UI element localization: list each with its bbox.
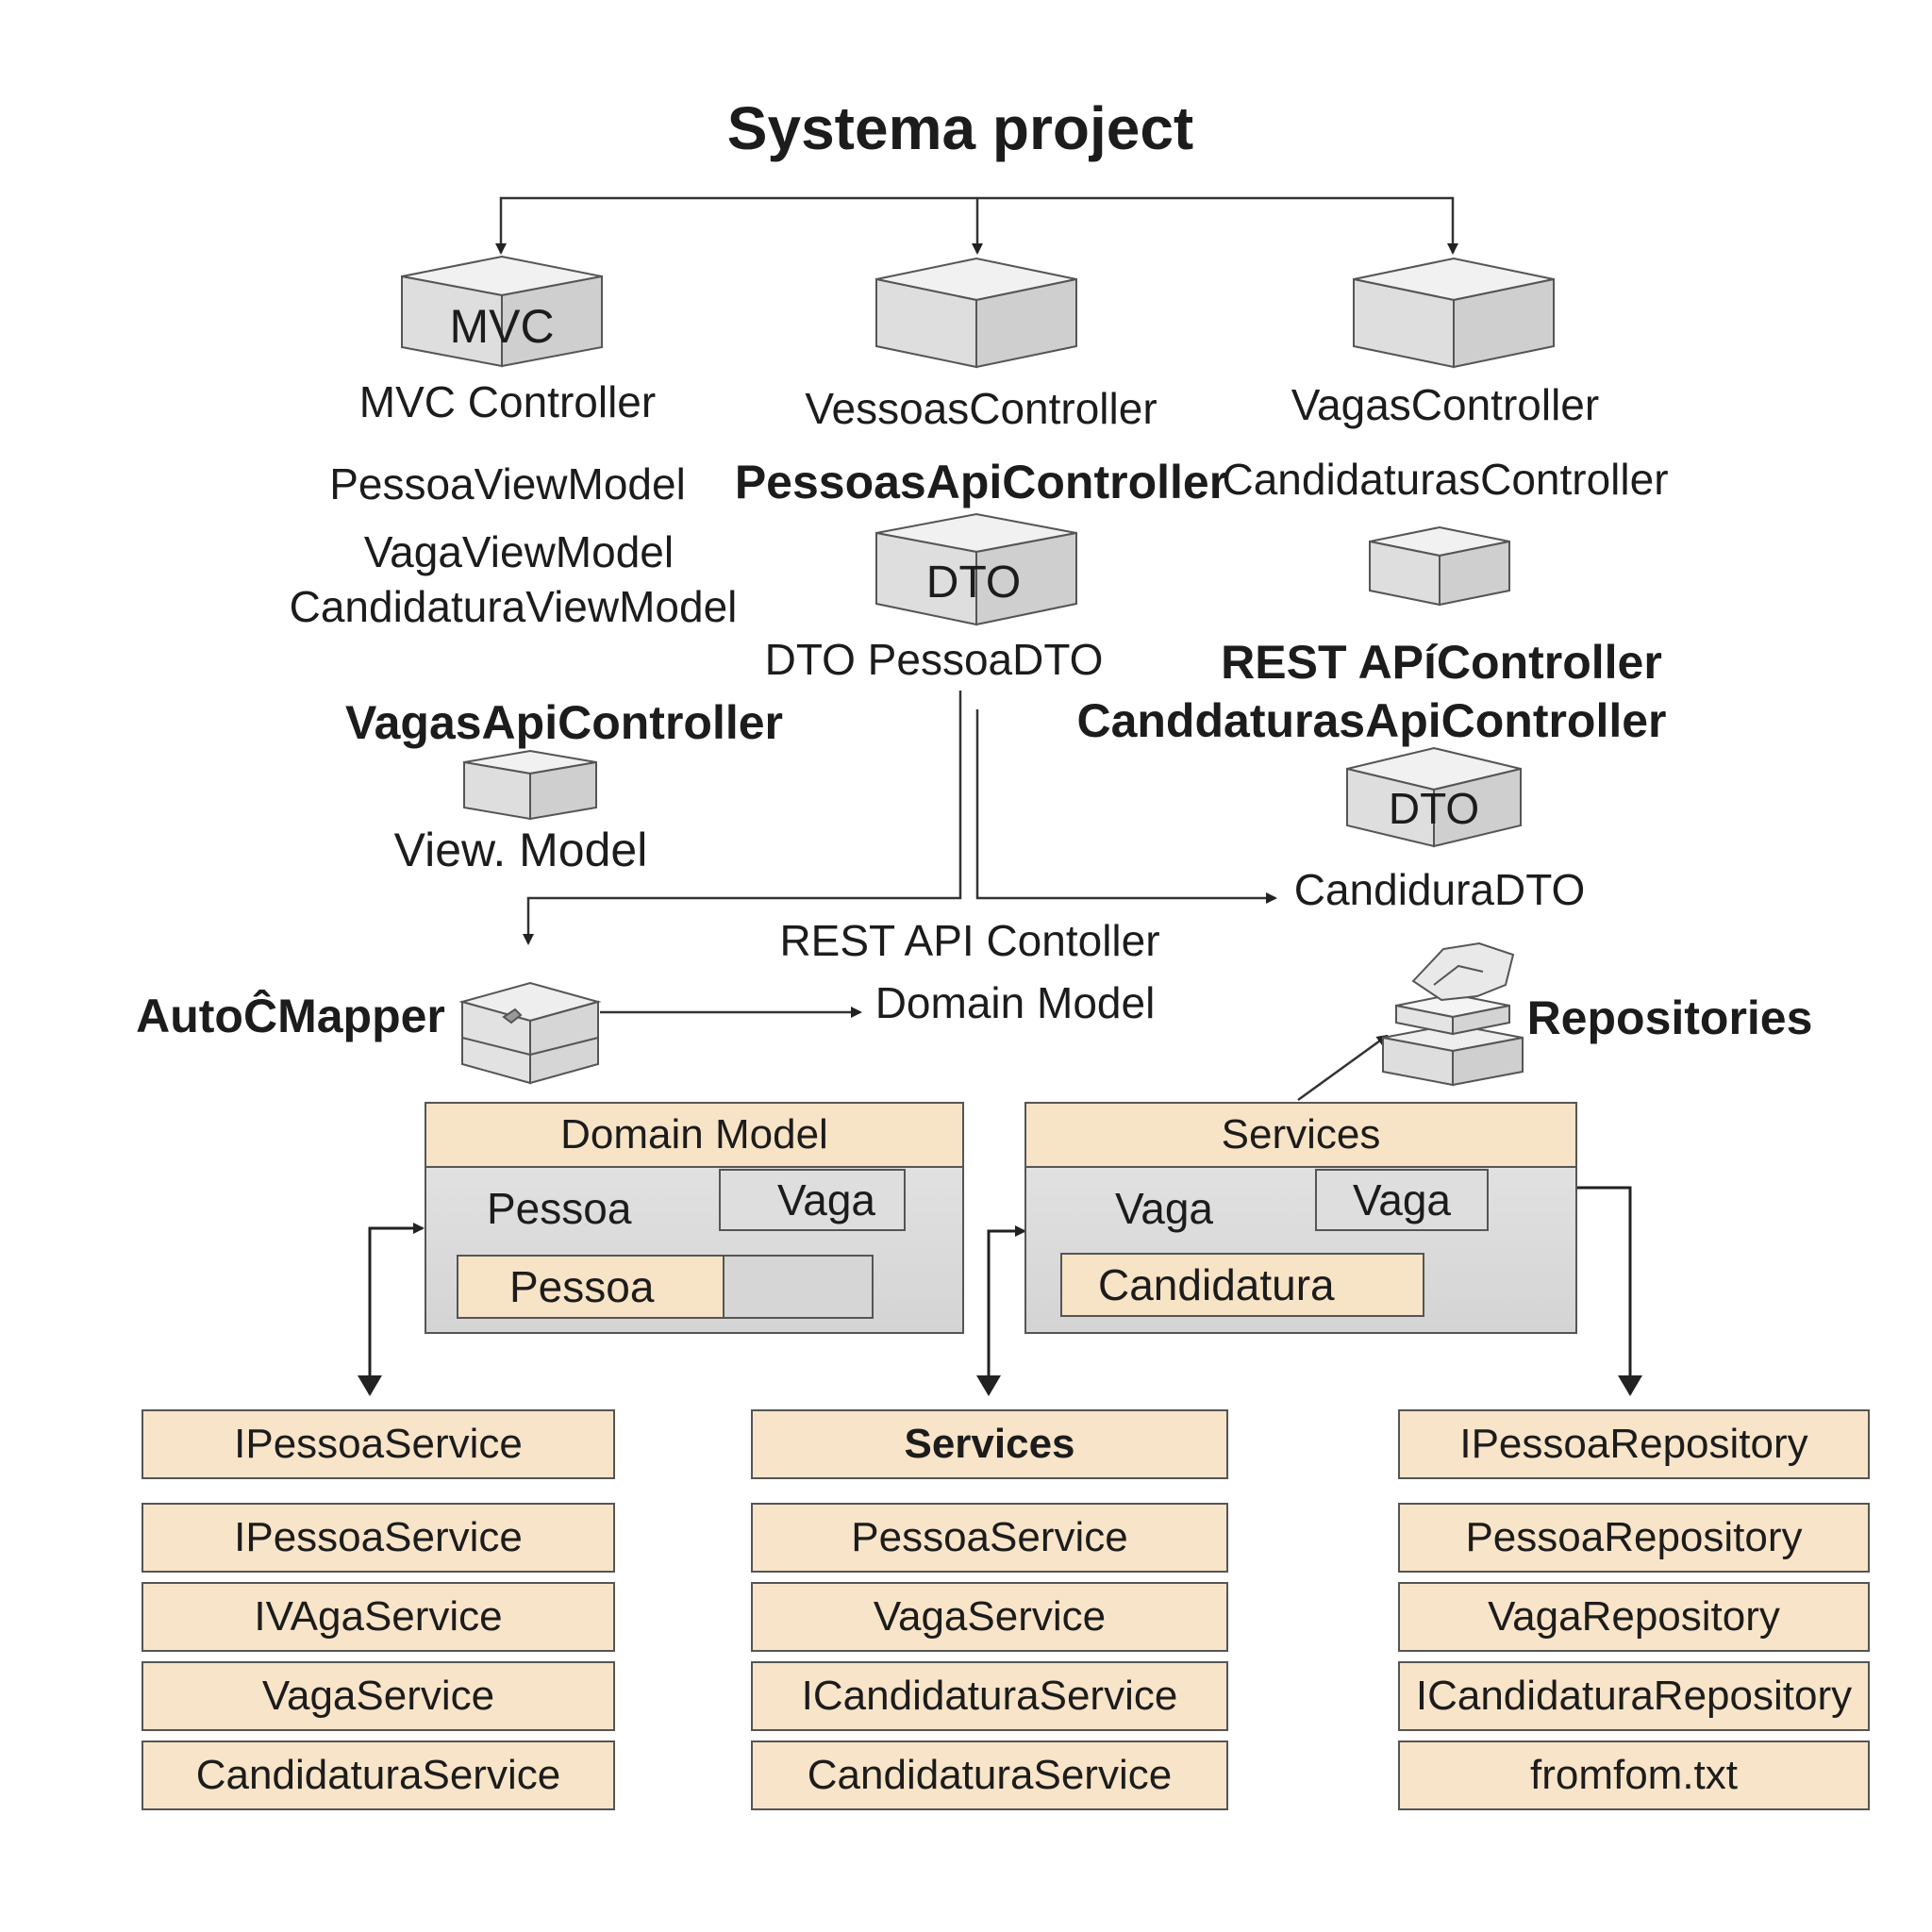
right-column-box: fromfom.txt: [1398, 1740, 1870, 1810]
middle-column-box: CandidaturaService: [751, 1740, 1228, 1810]
center-top-cube: [875, 257, 1077, 369]
repositories-label: Repositories: [1526, 991, 1813, 1044]
services-cell-vaga-left: Vaga: [1115, 1184, 1214, 1233]
dto-center-cube-label: DTO: [925, 558, 1022, 608]
vagas-controller-label: VagasController: [1291, 380, 1600, 429]
mvc-controller-label: MVC Controller: [358, 377, 657, 426]
viewmodel-small-cube: [463, 749, 597, 821]
services-panel-header: Services: [1026, 1104, 1575, 1168]
repositories-icon: [1382, 941, 1524, 1087]
mvc-cube-label: MVC: [449, 300, 555, 353]
pessoa-viewmodel-label: PessoaViewModel: [329, 459, 686, 508]
service-connectors: [358, 1186, 1642, 1396]
middle-column-header: Services: [751, 1409, 1228, 1479]
mvc-cube: [401, 255, 603, 368]
services-panel: Services Vaga Vaga Candidatura: [1024, 1102, 1577, 1334]
middle-column-box: PessoaService: [751, 1503, 1228, 1573]
middle-column-box: VagaService: [751, 1582, 1228, 1652]
middle-column-box: ICandidaturaService: [751, 1661, 1228, 1731]
domain-model-label: Domain Model: [874, 978, 1156, 1027]
left-column-box: IVAgaService: [142, 1582, 615, 1652]
small-right-cube: [1369, 525, 1510, 607]
vagas-api-controller-label: VagasApiController: [345, 696, 783, 749]
domain-cell-pessoa-top: Pessoa: [487, 1184, 632, 1233]
automapper-label: AutoĈMapper: [136, 990, 445, 1042]
right-column-box: VagaRepository: [1398, 1582, 1870, 1652]
dto-pessoadto-label: DTO PessoaDTO: [764, 635, 1104, 684]
candidura-dto-label: CandiduraDTO: [1293, 865, 1586, 914]
dto-right-cube-label: DTO: [1388, 784, 1480, 833]
services-cell-vaga-right: Vaga: [1315, 1169, 1489, 1231]
dto-center-cube: [875, 512, 1077, 626]
domain-model-panel: Domain Model Pessoa Vaga Pessoa: [425, 1102, 964, 1334]
view-model-label: View. Model: [393, 824, 648, 876]
domain-model-panel-header: Domain Model: [426, 1104, 962, 1168]
left-column-box: IPessoaService: [142, 1503, 615, 1573]
domain-cell-pessoa-bottom: Pessoa: [457, 1255, 724, 1319]
diagram-title: Systema project: [726, 94, 1194, 162]
candidatura-viewmodel-label: CandidaturaViewModel: [289, 582, 738, 631]
candidaturas-api-controller-label: CanddaturasApiController: [1076, 694, 1667, 747]
vessoas-controller-label: VessoasController: [805, 384, 1158, 433]
right-column-box: ICandidaturaRepository: [1398, 1661, 1870, 1731]
right-column-box: PessoaRepository: [1398, 1503, 1870, 1573]
rest-api-contoller-label: REST API Contoller: [779, 916, 1160, 965]
right-column-box: IPessoaRepository: [1398, 1409, 1870, 1479]
right-top-cube: [1353, 257, 1555, 369]
domain-cell-vaga: Vaga: [719, 1169, 906, 1231]
top-tree-connector: [495, 196, 1458, 255]
services-cell-candidatura: Candidatura: [1060, 1253, 1424, 1317]
pessoas-api-controller-label: PessoasApiController: [734, 456, 1228, 508]
rest-api-controller-right-label: REST APíController: [1221, 636, 1662, 689]
vaga-viewmodel-label: VagaViewModel: [363, 527, 675, 576]
left-column-box: VagaService: [142, 1661, 615, 1731]
left-column-box: CandidaturaService: [142, 1740, 615, 1810]
domain-cell-empty: [723, 1255, 874, 1319]
dto-right-cube: [1346, 746, 1522, 848]
dto-connectors: [523, 691, 1389, 1102]
candidaturas-controller-label: CandidaturasController: [1222, 455, 1669, 504]
left-column-box: IPessoaService: [142, 1409, 615, 1479]
automapper-cube: [458, 981, 602, 1085]
